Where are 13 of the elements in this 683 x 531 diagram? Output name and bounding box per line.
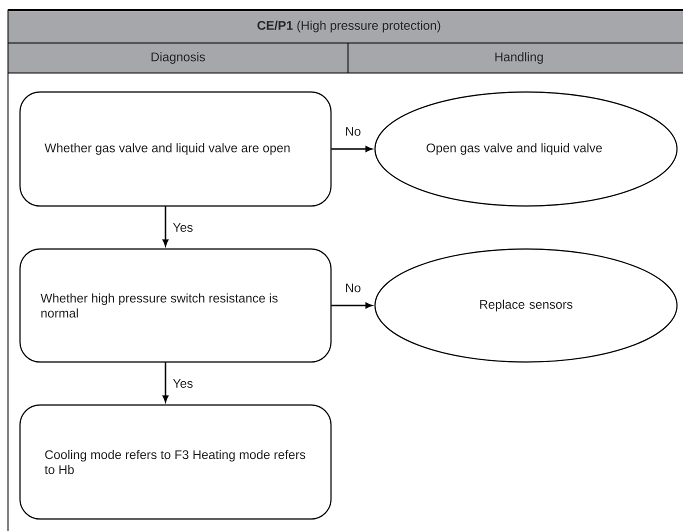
edge-label: No xyxy=(346,284,360,292)
arrow xyxy=(332,146,372,152)
process-box: Whether high pressure switch resistance is normal xyxy=(19,248,332,363)
process-box: Cooling mode refers to F3 Heating mode refers to Hb xyxy=(19,404,332,520)
arrow xyxy=(162,206,168,246)
arrow xyxy=(332,302,372,308)
edge-label: Yes xyxy=(172,379,193,388)
process-box: Whether gas valve and liquid valve are open xyxy=(19,91,332,207)
header-cell: Handling xyxy=(348,42,683,74)
header-cell: Diagnosis xyxy=(8,42,348,74)
edge-label: Yes xyxy=(172,223,193,232)
edge-label: No xyxy=(346,127,360,136)
arrow xyxy=(162,362,168,402)
